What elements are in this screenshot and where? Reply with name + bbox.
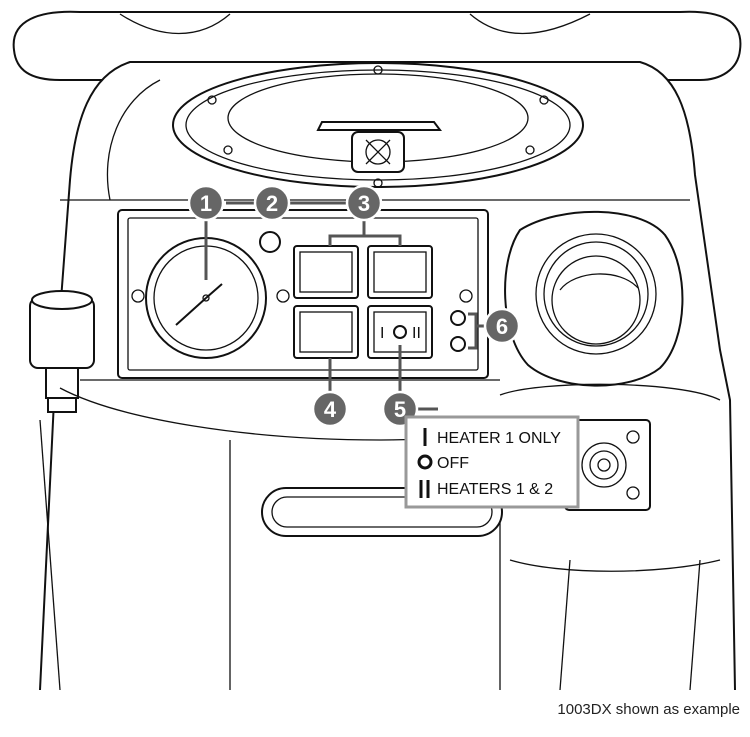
heater-switch-off-glyph [393,325,407,339]
svg-text:5: 5 [394,397,406,422]
callout-6: 6 [483,307,521,345]
legend-item-heater-1-only: HEATER 1 ONLY [423,428,561,447]
hose-fitting [504,210,684,387]
lid-screw [207,95,217,105]
callout-2: 2 [253,184,291,222]
svg-text:4: 4 [324,397,337,422]
panel-screw [459,289,473,303]
svg-text:2: 2 [266,191,278,216]
indicator-light-upper [450,310,466,326]
lid-screw [223,145,233,155]
svg-text:HEATER 1 ONLY: HEATER 1 ONLY [437,430,561,447]
panel-screw [276,289,290,303]
svg-text:HEATERS 1 & 2: HEATERS 1 & 2 [437,481,553,498]
indicator-light-lower [450,336,466,352]
leader-lines [204,201,484,411]
heater-switch-glyph-right: II [412,325,421,342]
lid-screw [373,178,383,188]
callout-3: 3 [345,184,383,222]
legend-item-heaters-1-and-2: HEATERS 1 & 2 [419,480,553,498]
rocker-switch-top-right[interactable] [367,245,433,299]
legend-item-off: OFF [417,454,469,472]
figure-caption: 1003DX shown as example [557,701,740,718]
left-post [29,290,95,413]
panel-screw [131,289,145,303]
indicator-light [259,231,281,253]
callout-1: 1 [187,184,225,222]
lid-screw [373,65,383,75]
rocker-switches: I II [293,245,433,359]
svg-text:1: 1 [200,191,212,216]
svg-text:6: 6 [496,314,508,339]
outlet-screw [626,486,640,500]
heater-switch-glyph-left: I [380,325,384,342]
switch-legend: HEATER 1 ONLY OFF HEATERS 1 & 2 [404,415,580,509]
svg-text:OFF: OFF [437,455,469,472]
outlet-box [564,419,651,511]
callout-4: 4 [311,390,349,428]
rocker-switch-top-left[interactable] [293,245,359,299]
lid-screw [525,145,535,155]
lid-latch [316,121,442,173]
svg-text:3: 3 [358,191,370,216]
lid-screw [539,95,549,105]
outlet-screw [626,430,640,444]
rocker-switch-bottom-left[interactable] [293,305,359,359]
